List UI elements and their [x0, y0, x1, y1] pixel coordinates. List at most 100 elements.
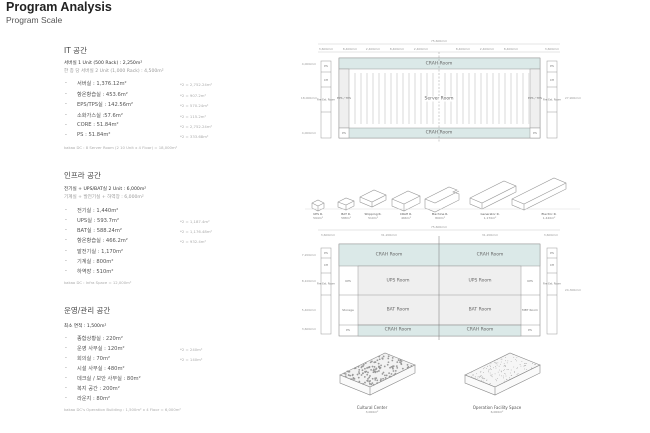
texture-dot	[368, 380, 371, 383]
texture-dot	[389, 375, 392, 378]
it-note: *2 = 333.68m²	[180, 134, 209, 139]
texture-dot	[376, 370, 379, 373]
plan-infra	[318, 229, 560, 340]
ops-item: 복지 공간 : 200m²	[65, 385, 120, 392]
texture-dot	[480, 371, 482, 373]
plan1-dim: 2,400mm	[413, 47, 429, 51]
plan2-crah-room: CRAH Room	[466, 327, 494, 333]
infra-item: 전기실 : 1,440m²	[65, 207, 118, 214]
texture-dot	[378, 355, 381, 358]
infra-item: BAT실 : 588.24m²	[65, 227, 122, 234]
texture-dot	[371, 382, 374, 385]
texture-dot	[358, 368, 361, 371]
texture-dot	[401, 367, 404, 370]
texture-dot	[506, 369, 508, 370]
texture-dot	[349, 374, 352, 377]
texture-dot	[481, 377, 483, 379]
building-area: 594m²	[313, 216, 323, 220]
plan1-dim: 3,600mm	[544, 47, 560, 51]
texture-dot	[477, 377, 479, 379]
building-area: 800m²	[435, 216, 445, 220]
texture-dot	[465, 374, 467, 376]
texture-dot	[368, 376, 371, 379]
texture-dot	[389, 366, 391, 369]
plan2-ps: PS	[528, 328, 532, 332]
texture-dot	[488, 369, 490, 371]
texture-dot	[507, 360, 509, 362]
texture-dot	[486, 380, 488, 381]
plan2-ups-room: UPS Room	[386, 278, 410, 284]
texture-dot	[491, 375, 492, 377]
infra-item: 기계실 : 800m²	[65, 258, 114, 265]
texture-dot	[489, 372, 491, 374]
texture-dot	[501, 375, 503, 377]
texture-dot	[486, 368, 487, 369]
texture-dot	[484, 367, 486, 369]
texture-dot	[393, 373, 396, 376]
texture-dot	[400, 363, 403, 366]
plan1-ch: CH	[549, 78, 555, 82]
texture-dot	[481, 376, 483, 378]
texture-dot	[496, 380, 497, 382]
it-note: *2 = 907.2m²	[180, 93, 206, 98]
plan1-total-dim: 75,600mm	[430, 39, 448, 43]
texture-dot	[376, 359, 379, 362]
texture-dot	[396, 366, 399, 369]
building-label: Electric R.	[541, 212, 557, 216]
texture-dot	[511, 374, 513, 376]
texture-dot	[514, 359, 516, 360]
texture-dot	[505, 366, 507, 368]
texture-dot	[497, 362, 499, 364]
texture-dot	[472, 370, 474, 372]
infra-heading: 인프라 공간	[64, 171, 101, 180]
infra-item: 하역장 : 510m²	[65, 268, 114, 275]
plan2-dim: 31,200mm	[380, 233, 398, 237]
building-area: 588m²	[341, 216, 351, 220]
texture-dot	[394, 370, 397, 372]
texture-dot	[495, 363, 497, 365]
texture-dot	[364, 370, 366, 373]
texture-dot	[391, 359, 394, 362]
plan1-ps: PS	[342, 131, 346, 135]
texture-dot	[376, 379, 379, 382]
plan2-fire-room: Fire Ext. Room	[542, 282, 562, 286]
building-area: 1,440m²	[542, 216, 556, 220]
plan1-fire-room: Fire Ext. Room	[542, 98, 562, 102]
texture-dot	[346, 370, 349, 373]
texture-dot	[534, 364, 536, 365]
plan2-ch: CH	[323, 263, 329, 267]
texture-dot	[524, 368, 526, 370]
texture-dot	[500, 361, 502, 363]
texture-dot	[495, 367, 497, 369]
texture-dot	[490, 363, 492, 365]
texture-dot	[397, 359, 400, 361]
texture-dot	[516, 360, 517, 362]
texture-dot	[498, 365, 500, 367]
texture-dot	[360, 374, 363, 376]
infra-item: 발전기실 : 1,170m²	[65, 248, 123, 255]
texture-dot	[476, 373, 478, 375]
texture-dot	[352, 377, 355, 380]
ops-item: 데크실 / 보안 사무실 : 80m²	[65, 375, 141, 382]
building-label: Machine R.	[431, 212, 449, 216]
texture-dot	[524, 365, 526, 366]
it-note: *2 = 115.2m²	[180, 114, 206, 119]
it-item: 서버실 : 1,376.12m²	[65, 80, 127, 87]
plan2-ups-side: UPS	[345, 279, 351, 283]
building-label: CRAH R.	[399, 212, 413, 216]
texture-dot	[383, 365, 386, 368]
plan2-side-dim: 7,200mm	[301, 253, 317, 257]
texture-dot	[506, 378, 508, 380]
texture-dot	[391, 365, 394, 368]
texture-dot	[494, 373, 496, 375]
texture-dot	[406, 364, 409, 366]
texture-dot	[514, 372, 515, 373]
it-item: CORE : 51.84m²	[65, 122, 119, 128]
texture-dot	[491, 369, 492, 371]
texture-dot	[494, 386, 495, 388]
plan2-fire-room: Fire Ext. Room	[316, 282, 336, 286]
texture-dot	[391, 356, 394, 359]
texture-dot	[377, 362, 380, 365]
texture-dot	[371, 365, 374, 368]
texture-dot	[374, 377, 377, 380]
